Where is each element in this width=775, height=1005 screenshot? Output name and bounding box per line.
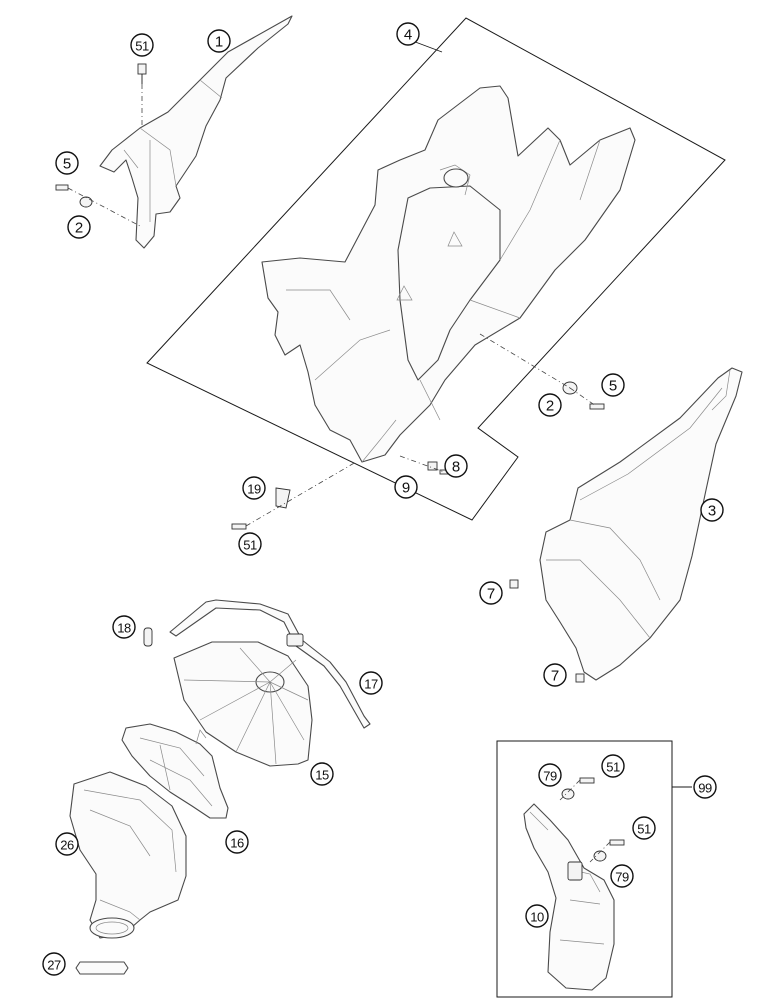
- callout-18: 18: [112, 615, 136, 639]
- callout-1: 1: [207, 29, 231, 53]
- callout-51-kit-upper: 51: [601, 754, 625, 778]
- side-cover-part: [539, 367, 743, 681]
- air-filter-part: [173, 641, 313, 767]
- svg-text:17: 17: [364, 677, 378, 692]
- svg-text:2: 2: [75, 220, 83, 237]
- svg-text:15: 15: [315, 768, 329, 783]
- svg-text:5: 5: [609, 378, 617, 395]
- callout-10: 10: [525, 904, 549, 928]
- svg-text:99: 99: [698, 781, 712, 796]
- svg-text:51: 51: [637, 822, 651, 837]
- callout-9: 9: [394, 475, 418, 499]
- svg-text:7: 7: [487, 586, 495, 603]
- svg-text:9: 9: [402, 480, 410, 497]
- callout-51-mid: 51: [238, 532, 262, 556]
- callout-2-left: 2: [67, 215, 91, 239]
- callout-17: 17: [359, 671, 383, 695]
- guard-part: [523, 803, 615, 991]
- svg-text:3: 3: [708, 503, 716, 520]
- assembly-lines: [67, 84, 611, 863]
- callout-19: 19: [242, 476, 266, 500]
- svg-text:79: 79: [615, 870, 629, 885]
- support-wire-part: [169, 599, 371, 729]
- callout-7-upper: 7: [479, 581, 503, 605]
- front-bracket-part: [99, 15, 293, 249]
- svg-text:19: 19: [247, 482, 261, 497]
- callout-26: 26: [55, 832, 79, 856]
- callout-2-right: 2: [538, 393, 562, 417]
- callout-27: 27: [42, 952, 66, 976]
- intake-boot-part: [69, 771, 187, 939]
- callout-5-right: 5: [601, 373, 625, 397]
- kit-99-frame: [496, 740, 673, 998]
- hose-clamp-part: [75, 961, 129, 975]
- svg-text:4: 4: [404, 27, 412, 44]
- svg-text:7: 7: [551, 668, 559, 685]
- svg-text:18: 18: [117, 621, 131, 636]
- callout-15: 15: [310, 762, 334, 786]
- svg-text:16: 16: [230, 836, 244, 851]
- callout-5-left: 5: [55, 151, 79, 175]
- callout-51-kit-lower: 51: [632, 816, 656, 840]
- svg-text:8: 8: [452, 459, 460, 476]
- svg-text:27: 27: [47, 958, 61, 973]
- airbox-part: [261, 85, 636, 463]
- svg-text:10: 10: [530, 910, 544, 925]
- filter-cage-part: [121, 723, 229, 819]
- callout-3: 3: [700, 498, 724, 522]
- callout-79-upper: 79: [538, 763, 562, 787]
- svg-text:51: 51: [135, 39, 149, 54]
- callout-16: 16: [225, 830, 249, 854]
- callout-79-lower: 79: [610, 864, 634, 888]
- callout-4: 4: [396, 22, 420, 46]
- svg-text:5: 5: [63, 156, 71, 173]
- svg-text:51: 51: [606, 760, 620, 775]
- svg-text:26: 26: [60, 838, 74, 853]
- callout-99: 99: [693, 775, 717, 799]
- svg-text:1: 1: [215, 34, 223, 51]
- callout-8: 8: [444, 454, 468, 478]
- callout-51-top: 51: [130, 33, 154, 57]
- callout-7-lower: 7: [543, 663, 567, 687]
- airbox-assembly-frame: [146, 17, 726, 521]
- svg-text:2: 2: [546, 398, 554, 415]
- svg-text:51: 51: [243, 538, 257, 553]
- svg-text:79: 79: [543, 769, 557, 784]
